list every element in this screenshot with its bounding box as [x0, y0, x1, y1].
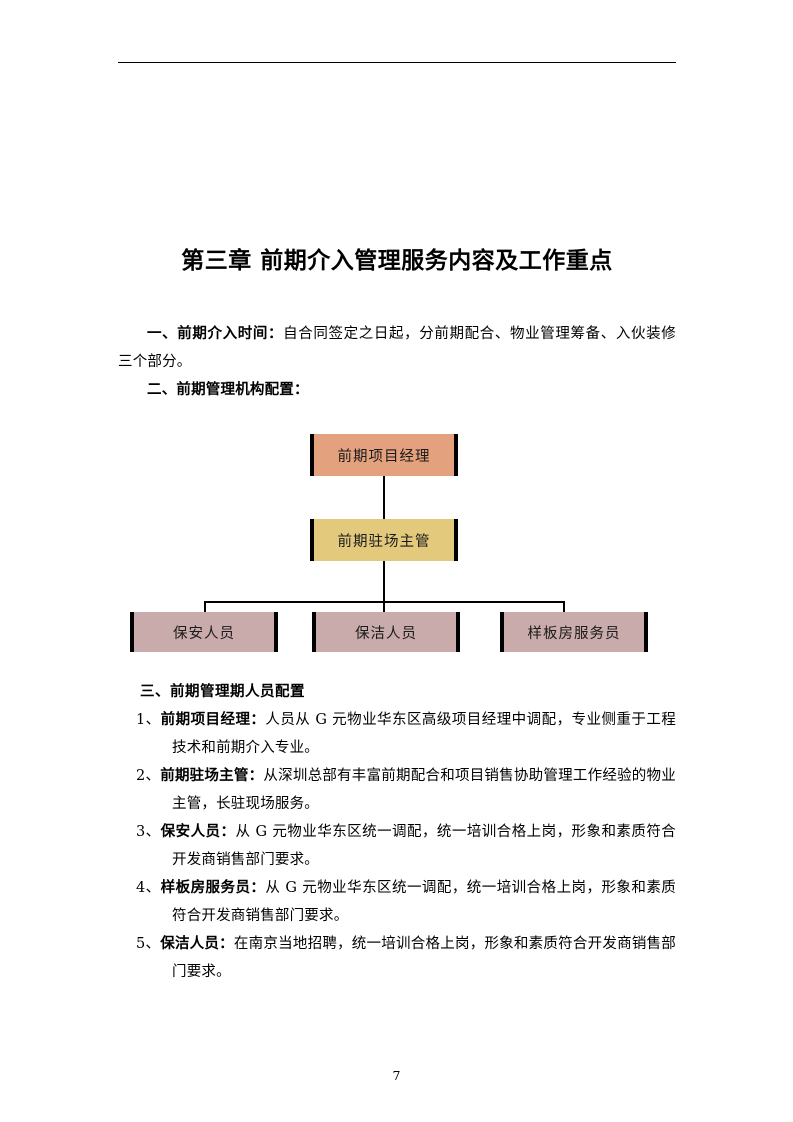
list-item-body: 从 G 元物业华东区统一调配，统一培训合格上岗，形象和素质符合开发商销售部门要求…	[172, 824, 677, 868]
intro-paragraph-one-body: 自合同签定之日起，分前期配合、物业管理筹备、入伙装修三个部分。	[118, 326, 676, 370]
list-item: 4、样板房服务员：从 G 元物业华东区统一调配，统一培训合格上岗，形象和素质符合…	[118, 874, 676, 930]
list-item: 1、前期项目经理：人员从 G 元物业华东区高级项目经理中调配，专业侧重于工程技术…	[118, 706, 676, 762]
list-item-body: 从 G 元物业华东区统一调配，统一培训合格上岗，形象和素质符合开发商销售部门要求…	[172, 880, 676, 924]
connector-drop-security	[204, 601, 206, 612]
org-node-showroom: 样板房服务员	[500, 612, 648, 652]
intro-paragraph-two: 二、前期管理机构配置：	[147, 381, 309, 398]
list-item-lead: 前期驻场主管：	[160, 767, 264, 784]
connector-horizontal-bus	[204, 601, 564, 603]
staffing-heading: 三、前期管理期人员配置	[140, 683, 305, 700]
list-item-lead: 保洁人员：	[160, 935, 234, 952]
staffing-section: 三、前期管理期人员配置 1、前期项目经理：人员从 G 元物业华东区高级项目经理中…	[118, 678, 676, 986]
list-item-body: 在南京当地招聘，统一培训合格上岗，形象和素质符合开发商销售部门要求。	[172, 936, 676, 980]
list-item-number: 2、	[136, 768, 161, 784]
org-chart: 前期项目经理 前期驻场主管 保安人员 保洁人员 样板房服务员	[118, 425, 676, 670]
org-node-cleaning: 保洁人员	[312, 612, 460, 652]
list-item-number: 5、	[136, 936, 161, 952]
intro-section: 一、前期介入时间：自合同签定之日起，分前期配合、物业管理筹备、入伙装修三个部分。…	[118, 320, 676, 404]
page-number: 7	[392, 1068, 401, 1083]
org-node-supervisor: 前期驻场主管	[310, 519, 458, 561]
org-node-manager: 前期项目经理	[310, 434, 458, 476]
list-item: 5、保洁人员：在南京当地招聘，统一培训合格上岗，形象和素质符合开发商销售部门要求…	[118, 930, 676, 986]
header-rule	[118, 62, 676, 63]
list-item: 2、前期驻场主管：从深圳总部有丰富前期配合和项目销售协助管理工作经验的物业主管，…	[118, 762, 676, 818]
list-item-body: 从深圳总部有丰富前期配合和项目销售协助管理工作经验的物业主管，长驻现场服务。	[172, 768, 676, 812]
page-title: 第三章 前期介入管理服务内容及工作重点	[181, 247, 613, 275]
intro-paragraph-one-lead: 一、前期介入时间：	[147, 325, 284, 342]
list-item-lead: 前期项目经理：	[160, 711, 266, 728]
org-node-security: 保安人员	[130, 612, 278, 652]
connector-manager-to-supervisor	[383, 476, 385, 519]
list-item-number: 1、	[136, 712, 161, 728]
list-item-lead: 样板房服务员：	[160, 879, 266, 896]
connector-supervisor-to-bus	[383, 561, 385, 612]
list-item-number: 3、	[136, 824, 161, 840]
intro-paragraph-one: 一、前期介入时间：自合同签定之日起，分前期配合、物业管理筹备、入伙装修三个部分。	[118, 320, 676, 376]
list-item-body: 人员从 G 元物业华东区高级项目经理中调配，专业侧重于工程技术和前期介入专业。	[172, 712, 676, 756]
connector-drop-showroom	[563, 601, 565, 612]
list-item-lead: 保安人员：	[160, 823, 236, 840]
list-item: 3、保安人员：从 G 元物业华东区统一调配，统一培训合格上岗，形象和素质符合开发…	[118, 818, 676, 874]
list-item-number: 4、	[136, 880, 161, 896]
